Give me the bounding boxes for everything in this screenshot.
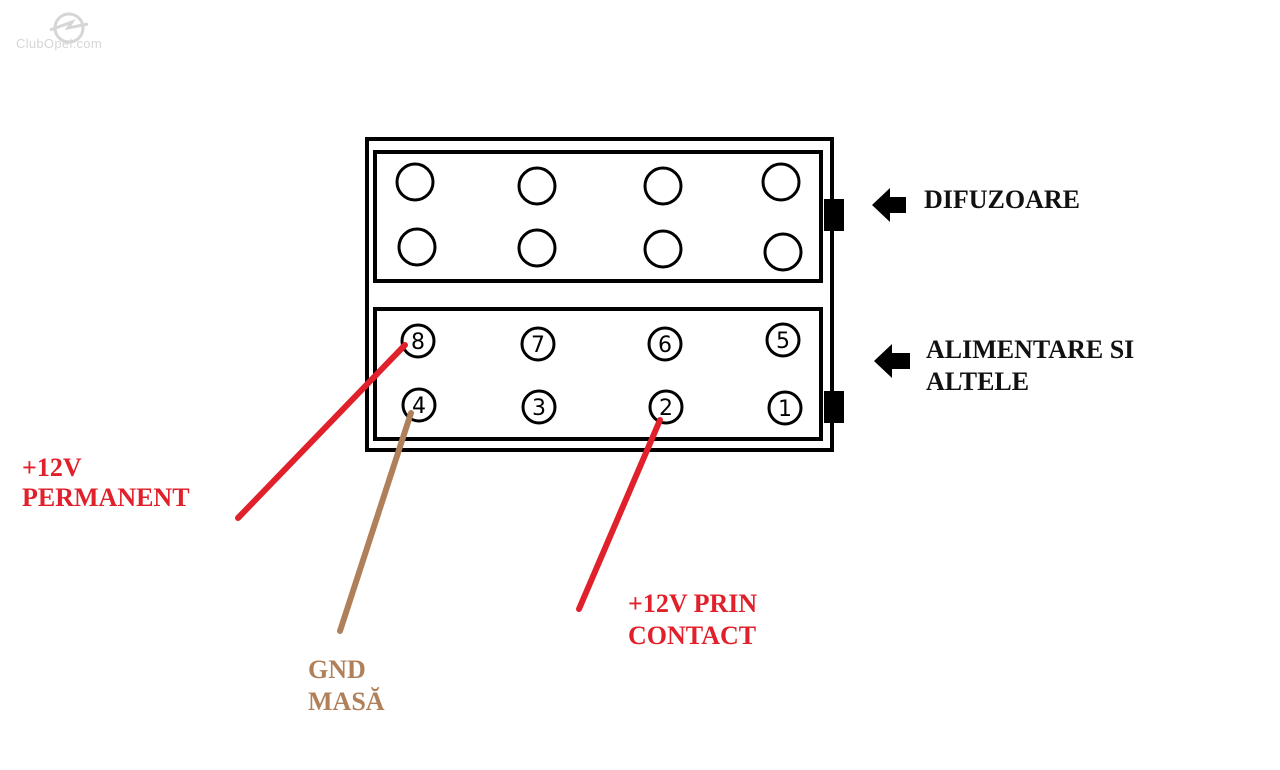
watermark-logo <box>14 10 124 56</box>
arrow-left-icon <box>872 188 906 222</box>
plus12-permanent-label-line2: PERMANENT <box>22 483 190 512</box>
power-pin-5 <box>765 322 801 358</box>
watermark-text: ClubOpel.com <box>16 36 102 51</box>
speaker-pin <box>643 229 683 269</box>
power-pin-4 <box>401 387 437 423</box>
power-block-tab <box>824 391 844 423</box>
speaker-pins <box>395 162 803 272</box>
plus12-permanent-label-line1: +12V <box>22 453 82 482</box>
power-pin-2 <box>648 389 684 425</box>
plus12-contact-label-line2: CONTACT <box>628 621 757 650</box>
power-pin-2-number: 2 <box>659 396 673 421</box>
wire-plus12-contact <box>576 417 663 612</box>
wire-plus12-permanent <box>235 342 408 521</box>
gnd-label-line2: MASĂ <box>308 687 385 716</box>
speaker-pin <box>761 162 801 202</box>
plus12-contact-label-line1: +12V PRIN <box>628 589 758 618</box>
power-block <box>373 307 823 441</box>
speaker-pin <box>395 162 435 202</box>
speaker-block <box>373 150 823 283</box>
power-pin-7 <box>520 326 556 362</box>
speaker-pin <box>397 227 437 267</box>
power-label-line2: ALTELE <box>926 367 1030 396</box>
power-pin-6 <box>647 326 683 362</box>
power-pin-1 <box>767 390 803 426</box>
power-pin-8 <box>400 323 436 359</box>
wire-gnd <box>337 410 414 634</box>
connector-housing <box>365 137 834 452</box>
power-pin-3-number: 3 <box>532 396 546 421</box>
power-pin-1-number: 1 <box>778 397 792 422</box>
power-pin-5-number: 5 <box>776 329 790 354</box>
speaker-pin <box>763 232 803 272</box>
speaker-pin <box>643 166 683 206</box>
opel-logo-icon <box>49 12 89 44</box>
arrow-left-icon <box>874 344 910 378</box>
gnd-label-line1: GND <box>308 655 366 684</box>
power-label-line1: ALIMENTARE SI <box>926 335 1135 364</box>
power-pin-7-number: 7 <box>531 333 545 358</box>
speakers-label: DIFUZOARE <box>924 185 1081 214</box>
power-pin-6-number: 6 <box>658 333 672 358</box>
speaker-pin <box>517 228 557 268</box>
power-pin-8-number: 8 <box>411 330 425 355</box>
power-pin-3 <box>521 389 557 425</box>
power-pin-4-number: 4 <box>412 394 426 419</box>
power-pins <box>400 322 803 426</box>
speaker-block-tab <box>824 199 844 231</box>
speaker-pin <box>517 166 557 206</box>
